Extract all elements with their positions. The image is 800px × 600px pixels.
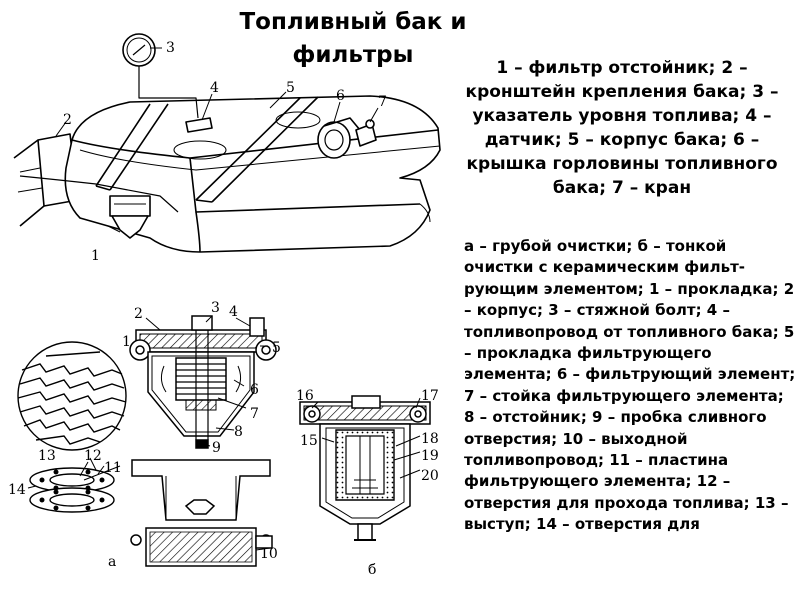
filter-b-section [299,395,431,541]
filter-b-label-18: 18 [421,431,439,447]
filter-a-label-10: 10 [260,546,278,562]
filter-a-label-6: 6 [250,382,259,398]
tank-label-7: 7 [378,94,387,110]
filter-a-label-8: 8 [234,424,243,440]
page-title: Топливный бак и фильтры [239,9,467,68]
filter-a-label-2: 2 [134,306,143,322]
filter-b-label-16: 16 [296,388,314,404]
tank-label-2: 2 [63,112,72,128]
filter-a-label-13: 13 [38,448,56,464]
tank-label-1: 1 [91,248,100,264]
filter-a-label-3: 3 [211,300,220,316]
filter-a-label-14: 14 [8,482,26,498]
filter-b-label-20: 20 [421,468,439,484]
filter-a-caption: а [108,554,116,570]
filter-a-label-12: 12 [84,448,102,464]
tank-label-6: 6 [336,88,345,104]
filter-a-label-4: 4 [229,304,238,320]
filter-a-label-1: 1 [122,334,131,350]
tank-legend: 1 – фильтр отстойник; 2 – кронштейн креп… [465,58,779,198]
filter-a-callout-labels: 1 2 3 4 5 6 7 8 9 10 11 12 13 14 а [8,300,281,570]
filter-a-label-5: 5 [272,340,281,356]
tank-label-5: 5 [286,80,295,96]
filter-b-callout-labels: 15 16 17 18 19 20 б [296,388,439,578]
filter-b-caption: б [368,562,376,578]
fuel-tank-illustration [13,33,441,253]
filter-element-detail [17,341,127,513]
tank-callout-labels: 1 2 3 4 5 6 7 [63,40,387,264]
filter-a-label-7: 7 [250,406,259,422]
tank-label-4: 4 [210,80,219,96]
filter-b-label-15: 15 [300,433,318,449]
filter-b-label-19: 19 [421,448,439,464]
filter-b-label-17: 17 [421,388,439,404]
tank-label-3: 3 [166,40,175,56]
filter-legend: а – грубой очистки; б – тонкой очистки с… [464,237,796,534]
filter-a-section [79,315,277,567]
filter-a-label-9: 9 [212,440,221,456]
filter-a-label-11: 11 [104,460,122,476]
